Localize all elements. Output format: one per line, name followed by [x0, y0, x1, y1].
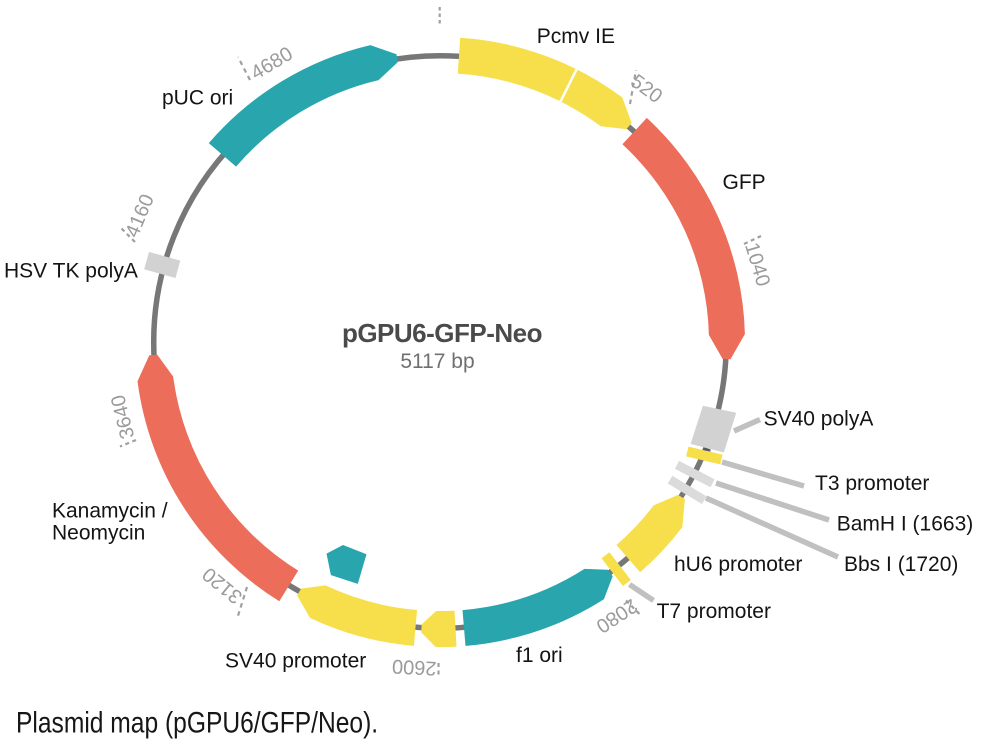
svg-text:hU6 promoter: hU6 promoter	[674, 553, 802, 576]
svg-text:pGPU6-GFP-Neo: pGPU6-GFP-Neo	[342, 318, 542, 348]
svg-text:Neomycin: Neomycin	[52, 522, 145, 545]
svg-text:SV40 polyA: SV40 polyA	[764, 408, 874, 431]
svg-text:GFP: GFP	[723, 171, 766, 194]
svg-text:BamH I (1663): BamH I (1663)	[837, 513, 974, 536]
svg-text:T7 promoter: T7 promoter	[657, 600, 771, 623]
svg-text:f1 ori: f1 ori	[516, 644, 563, 667]
svg-text:5117 bp: 5117 bp	[400, 350, 474, 373]
svg-text:Bbs I (1720): Bbs I (1720)	[844, 553, 958, 576]
svg-text:T3 promoter: T3 promoter	[815, 472, 929, 495]
svg-text:2600: 2600	[391, 655, 437, 679]
svg-text:pUC ori: pUC ori	[162, 86, 233, 109]
svg-text:Pcmv IE: Pcmv IE	[537, 25, 615, 48]
svg-text:Kanamycin /: Kanamycin /	[52, 500, 168, 523]
svg-text:SV40 promoter: SV40 promoter	[225, 650, 366, 673]
svg-text:HSV TK polyA: HSV TK polyA	[4, 260, 138, 283]
svg-text:Plasmid map (pGPU6/GFP/Neo).: Plasmid map (pGPU6/GFP/Neo).	[16, 705, 378, 739]
